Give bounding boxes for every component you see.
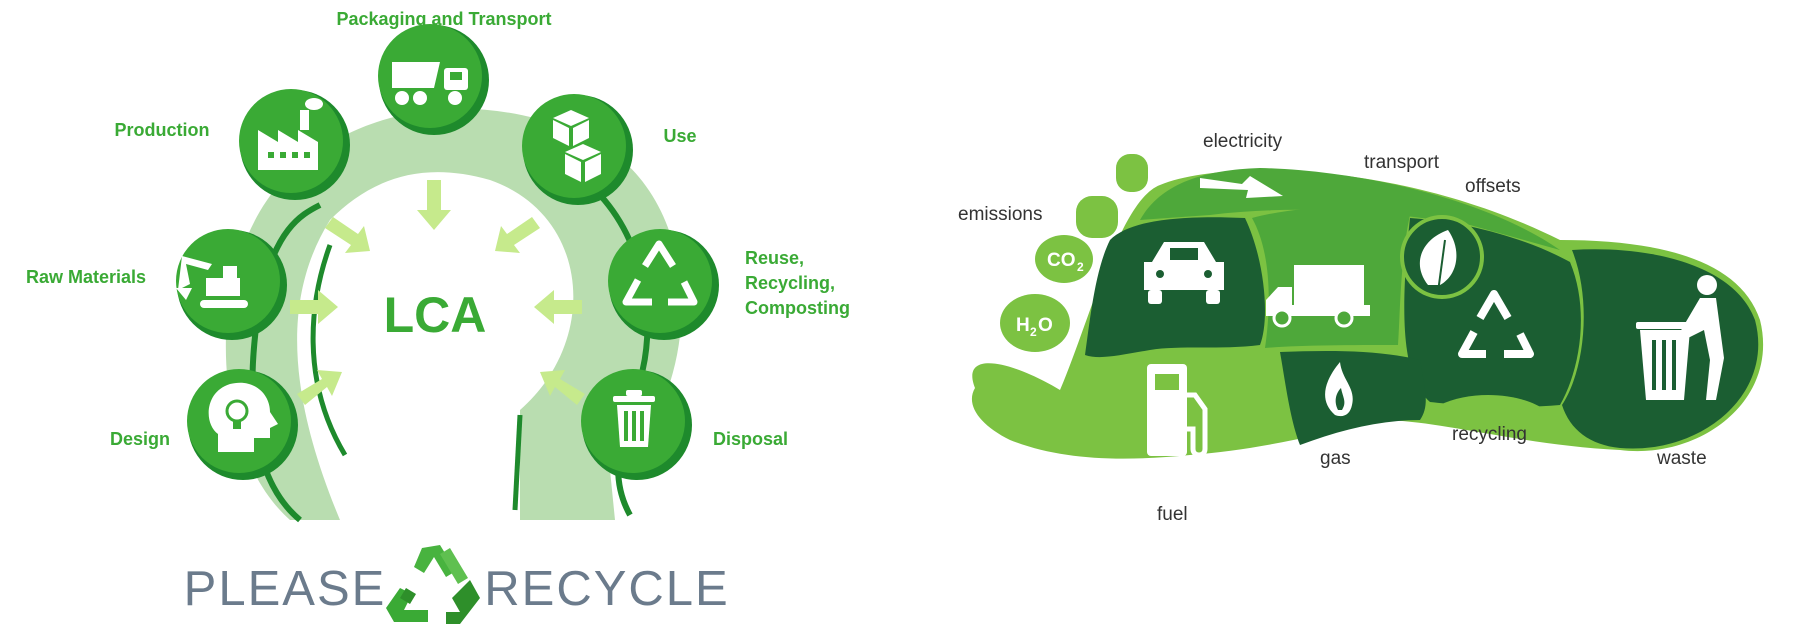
flame-icon: [1325, 362, 1353, 417]
lca-diagram: LCA Packaging and Transport: [26, 9, 850, 523]
stage-raw-materials: Raw Materials: [26, 229, 287, 340]
stage-label: Raw Materials: [26, 267, 146, 287]
arrow-from-transport: [417, 180, 451, 230]
factory-icon: [258, 98, 323, 170]
foot-gas-region: [1280, 350, 1426, 445]
toe-medium: [1076, 196, 1118, 238]
lca-arrows: [290, 180, 585, 405]
stage-label: Use: [663, 126, 696, 146]
head-lightbulb-icon: [208, 382, 278, 452]
recycle-icon: [622, 240, 698, 306]
carbon-footprint: CO 2 H 2 O: [958, 131, 1764, 525]
arrow-from-disposal: [540, 370, 585, 405]
lca-cycle-outline-inner-left: [310, 244, 348, 457]
stage-use: Use: [522, 94, 697, 205]
car-icon: [1144, 242, 1224, 304]
toe-small: [1116, 154, 1148, 192]
stage-design: Design: [110, 369, 298, 480]
fuel-pump-icon: [1147, 364, 1208, 458]
label-recycling: recycling: [1452, 424, 1527, 445]
stage-label: Reuse,: [745, 248, 804, 268]
label-offsets: offsets: [1465, 176, 1521, 197]
recycle-icon: [1458, 290, 1534, 358]
stage-label: Design: [110, 429, 170, 449]
stage-disposal: Disposal: [581, 369, 788, 480]
arrow-from-reuse: [534, 290, 582, 324]
h2o-h: H: [1016, 315, 1030, 336]
h2o-o: O: [1038, 315, 1053, 336]
dump-truck-icon: [392, 62, 468, 105]
stage-label: Composting: [745, 298, 850, 318]
label-transport: transport: [1364, 152, 1440, 173]
label-electricity: electricity: [1203, 131, 1283, 152]
stage-reuse: Reuse, Recycling, Composting: [608, 229, 850, 340]
co2-subscript: 2: [1077, 260, 1084, 274]
stage-label: Production: [115, 120, 210, 140]
lca-cycle-outline-inner-right: [512, 414, 523, 511]
waste-bin-icon: [1636, 275, 1724, 400]
co2-label: CO: [1047, 250, 1076, 271]
stage-production: Production: [115, 89, 350, 200]
recycle-text: RECYCLE: [484, 562, 729, 616]
arrow-from-design: [297, 370, 342, 405]
stage-label: Packaging and Transport: [336, 9, 551, 29]
h2o-bubble: H 2 O: [1000, 294, 1070, 352]
please-recycle-banner: PLEASE RECYCLE: [184, 545, 729, 624]
recycle-icon: [386, 545, 480, 624]
h2o-subscript: 2: [1030, 325, 1037, 339]
arrow-from-use: [495, 217, 540, 253]
lca-center-label: LCA: [384, 287, 487, 343]
boxes-icon: [553, 110, 601, 182]
stage-packaging: Packaging and Transport: [336, 9, 552, 135]
truck-icon: [1266, 265, 1370, 328]
foot-recycling-bump: [1440, 394, 1545, 412]
stage-label: Disposal: [713, 429, 788, 449]
trash-can-icon: [613, 390, 655, 447]
label-fuel: fuel: [1157, 504, 1188, 525]
please-text: PLEASE: [184, 562, 387, 616]
lightning-icon: [1200, 176, 1283, 198]
co2-bubble: CO 2: [1035, 235, 1093, 283]
lca-cycle-band: [225, 108, 682, 520]
excavator-icon: [176, 256, 248, 308]
arrow-from-raw: [290, 290, 338, 324]
arrow-from-production: [325, 217, 370, 253]
label-waste: waste: [1656, 448, 1707, 469]
label-emissions: emissions: [958, 204, 1042, 225]
stage-label: Recycling,: [745, 273, 835, 293]
leaf-icon: [1419, 230, 1457, 293]
label-gas: gas: [1320, 448, 1351, 469]
